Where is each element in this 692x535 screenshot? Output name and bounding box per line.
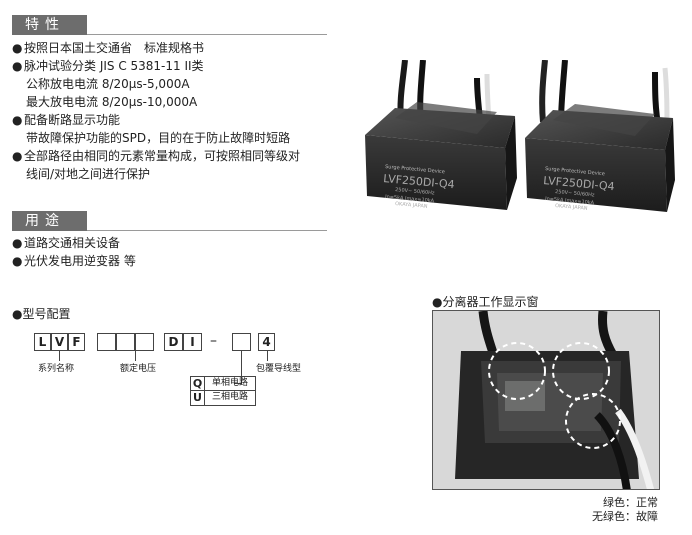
model-code-box	[135, 333, 154, 351]
indicator-legend-nogreen: 无绿色：故障	[592, 510, 658, 523]
indicator-legend-green: 绿色：正常	[603, 496, 658, 509]
device-2-label-5: OKAYA JAPAN	[555, 203, 588, 212]
indicator-window-title: ●分离器工作显示窗	[432, 295, 539, 309]
model-code-box	[116, 333, 135, 351]
model-code-box: 4	[258, 333, 275, 351]
feature-text: 按照日本国土交通省 标准规格书	[24, 41, 205, 55]
feature-text: 线间/对地之间进行保护	[26, 167, 151, 181]
use-item: ●道路交通相关设备	[12, 236, 120, 251]
features-heading-rule	[87, 34, 327, 35]
device-1-label-3: 250V~ 50/60Hz	[395, 187, 435, 196]
feature-text: 配备断路显示功能	[24, 113, 121, 127]
bullet-icon: ●	[12, 236, 23, 250]
feature-text: 全部路径由相同的元素常量构成，可按照相同等级对	[24, 149, 301, 163]
bullet-icon: ●	[12, 113, 23, 127]
feature-text: 带故障保护功能的SPD，目的在于防止故障时短路	[26, 131, 291, 145]
bullet-icon: ●	[12, 254, 23, 268]
use-text: 光伏发电用逆变器 等	[24, 254, 136, 268]
feature-text: 公称放电电流 8/20μs-5,000A	[26, 77, 190, 91]
feature-text: 脉冲试验分类 JIS C 5381-11 II类	[24, 59, 204, 73]
feature-item: 线间/对地之间进行保护	[12, 167, 150, 182]
feature-item: 带故障保护功能的SPD，目的在于防止故障时短路	[12, 131, 290, 146]
device-2-label-1: Surge Protective Device	[545, 166, 605, 177]
circuit-option-table: Q 单相电路 U 三相电路	[190, 376, 256, 406]
device-1-label-1: Surge Protective Device	[385, 164, 445, 175]
device-2-label-2: LVF250DI-Q4	[543, 174, 615, 193]
device-2-label-3: 250V~ 50/60Hz	[555, 189, 595, 198]
indicator-circle-2	[552, 342, 610, 400]
indicator-circle-1	[488, 342, 546, 400]
device-1-label-5: OKAYA JAPAN	[395, 201, 428, 210]
option-code-q: Q	[191, 377, 205, 390]
connector-line	[59, 351, 60, 361]
feature-item: ●按照日本国土交通省 标准规格书	[12, 41, 204, 56]
feature-item: ●脉冲试验分类 JIS C 5381-11 II类	[12, 59, 204, 74]
connector-line	[241, 351, 242, 384]
connector-line	[135, 351, 136, 361]
device-2: Surge Protective Device LVF250DI-Q4 250V…	[525, 60, 675, 212]
use-item: ●光伏发电用逆变器 等	[12, 254, 136, 269]
option-code-u: U	[191, 391, 205, 405]
model-code-box: V	[51, 333, 68, 351]
model-code-box: I	[183, 333, 202, 351]
features-heading: 特性	[12, 15, 87, 35]
lead-type-label: 包覆导线型	[256, 364, 302, 374]
device-1: Surge Protective Device LVF250DI-Q4 250V…	[365, 60, 517, 210]
feature-item: 公称放电电流 8/20μs-5,000A	[12, 77, 190, 92]
option-desc-u: 三相电路	[211, 392, 248, 402]
device-1-label-4: In=5kA Imax=10kA	[385, 194, 435, 204]
option-row-q: Q 单相电路	[191, 377, 255, 391]
product-photo: Surge Protective Device LVF250DI-Q4 250V…	[365, 60, 675, 212]
model-code-dash: –	[210, 333, 217, 349]
model-code-box: D	[164, 333, 183, 351]
feature-item: 最大放电电流 8/20μs-10,000A	[12, 95, 197, 110]
indicator-circle-3	[565, 393, 621, 449]
bullet-icon: ●	[12, 59, 23, 73]
model-code-box: F	[68, 333, 85, 351]
device-2-label-4: In=5kA Imax=10kA	[545, 196, 595, 206]
option-desc-q: 单相电路	[211, 378, 248, 388]
feature-item: ●全部路径由相同的元素常量构成，可按照相同等级对	[12, 149, 300, 164]
series-name-label: 系列名称	[38, 364, 75, 374]
uses-heading-rule	[87, 230, 327, 231]
model-config-title: ●型号配置	[12, 307, 71, 321]
model-code-box	[232, 333, 251, 351]
indicator-photo-svg	[433, 311, 659, 489]
bullet-icon: ●	[12, 149, 23, 163]
uses-heading: 用途	[12, 211, 87, 231]
feature-text: 最大放电电流 8/20μs-10,000A	[26, 95, 198, 109]
indicator-window-photo	[432, 310, 660, 490]
use-text: 道路交通相关设备	[24, 236, 121, 250]
option-row-u: U 三相电路	[191, 391, 255, 405]
rated-voltage-label: 额定电压	[120, 364, 157, 374]
connector-line	[267, 351, 268, 361]
model-code-box: L	[34, 333, 51, 351]
device-1-label-2: LVF250DI-Q4	[383, 172, 455, 191]
connector-line	[234, 383, 241, 384]
bullet-icon: ●	[12, 41, 23, 55]
model-code-box	[97, 333, 116, 351]
feature-item: ●配备断路显示功能	[12, 113, 120, 128]
